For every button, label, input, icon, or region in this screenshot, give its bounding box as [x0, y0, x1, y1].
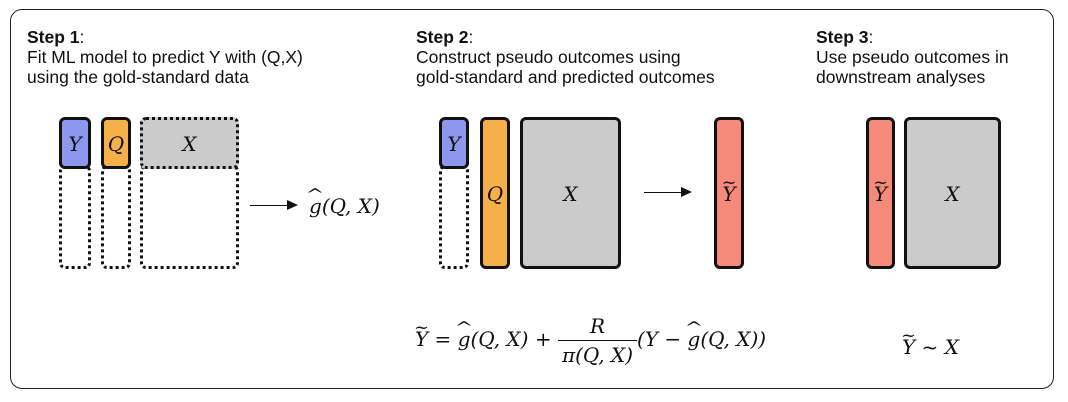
step3-x-label: X: [945, 182, 960, 206]
step1-x-missing-block: [140, 165, 239, 269]
ghat-symbol: g: [309, 194, 322, 218]
step1-y-missing-block: [59, 165, 91, 269]
step3-ytilde-label-wrap: Y: [869, 182, 892, 206]
step2-q-label: Q: [486, 182, 504, 206]
step2-q-block: Q: [480, 117, 510, 269]
step-1-text: Step 1: Fit ML model to predict Y with (…: [27, 27, 303, 87]
step-3-colon: :: [868, 27, 874, 47]
diagram-frame: [10, 9, 1054, 389]
step-1-title: Step 1: [27, 27, 80, 47]
step2-ytilde-block: Y: [714, 117, 744, 269]
step3-x-block: X: [904, 117, 1001, 269]
model-rhs: X: [944, 335, 959, 359]
step-2-colon: :: [468, 27, 474, 47]
model-lhs: Y: [902, 335, 915, 359]
pseudo-outcome-formula: Y = g(Q, X) + Rπ(Q, X)(Y − g(Q, X)): [415, 314, 766, 367]
step-2-line-1: Construct pseudo outcomes using: [416, 47, 681, 67]
step1-y-block: Y: [59, 117, 91, 169]
formula-tail-close: (Q, X)): [700, 327, 767, 351]
step2-y-label: Y: [447, 132, 461, 156]
downstream-model: Y ~ X: [902, 335, 959, 359]
step2-arrow: [644, 187, 692, 197]
step1-x-label: X: [182, 132, 197, 156]
step-2-line-2: gold-standard and predicted outcomes: [416, 67, 715, 87]
step2-y-missing-block: [439, 165, 469, 269]
formula-args-1: (Q, X) +: [470, 327, 558, 351]
formula-eq: =: [428, 327, 458, 351]
formula-tail-open: (Y −: [637, 327, 688, 351]
step2-y-block: Y: [439, 117, 469, 169]
step2-ytilde-label-wrap: Y: [717, 182, 741, 206]
step-3-title: Step 3: [816, 27, 869, 47]
step1-arrow: [250, 200, 298, 210]
step-1-line-2: using the gold-standard data: [27, 67, 249, 87]
formula-lhs: Y: [415, 327, 428, 351]
step1-x-block: X: [140, 117, 239, 169]
formula-ghat-1: g: [458, 327, 471, 351]
step1-q-block: Q: [101, 117, 131, 169]
formula-numerator: R: [557, 314, 638, 341]
step-3-line-1: Use pseudo outcomes in: [816, 47, 1009, 67]
step-1-line-1: Fit ML model to predict Y with (Q,X): [27, 47, 303, 67]
step3-ytilde-label: Y: [874, 182, 887, 206]
step-3-text: Step 3: Use pseudo outcomes in downstrea…: [816, 27, 1009, 87]
step1-output-ghat: g(Q, X): [309, 194, 380, 218]
step1-y-label: Y: [68, 132, 82, 156]
model-rel: ~: [915, 335, 945, 359]
formula-denominator: π(Q, X): [561, 343, 634, 367]
step-3-line-2: downstream analyses: [816, 67, 986, 87]
step1-q-missing-block: [101, 165, 131, 269]
step-2-text: Step 2: Construct pseudo outcomes using …: [416, 27, 715, 87]
step1-q-label: Q: [107, 132, 125, 156]
step2-x-label: X: [563, 182, 578, 206]
step2-x-block: X: [520, 117, 621, 269]
step3-ytilde-block: Y: [866, 117, 895, 269]
formula-ghat-2: g: [688, 327, 701, 351]
step-2-title: Step 2: [416, 27, 469, 47]
step-1-colon: :: [79, 27, 85, 47]
step2-ytilde-label: Y: [722, 182, 735, 206]
ghat-args: (Q, X): [321, 194, 380, 218]
